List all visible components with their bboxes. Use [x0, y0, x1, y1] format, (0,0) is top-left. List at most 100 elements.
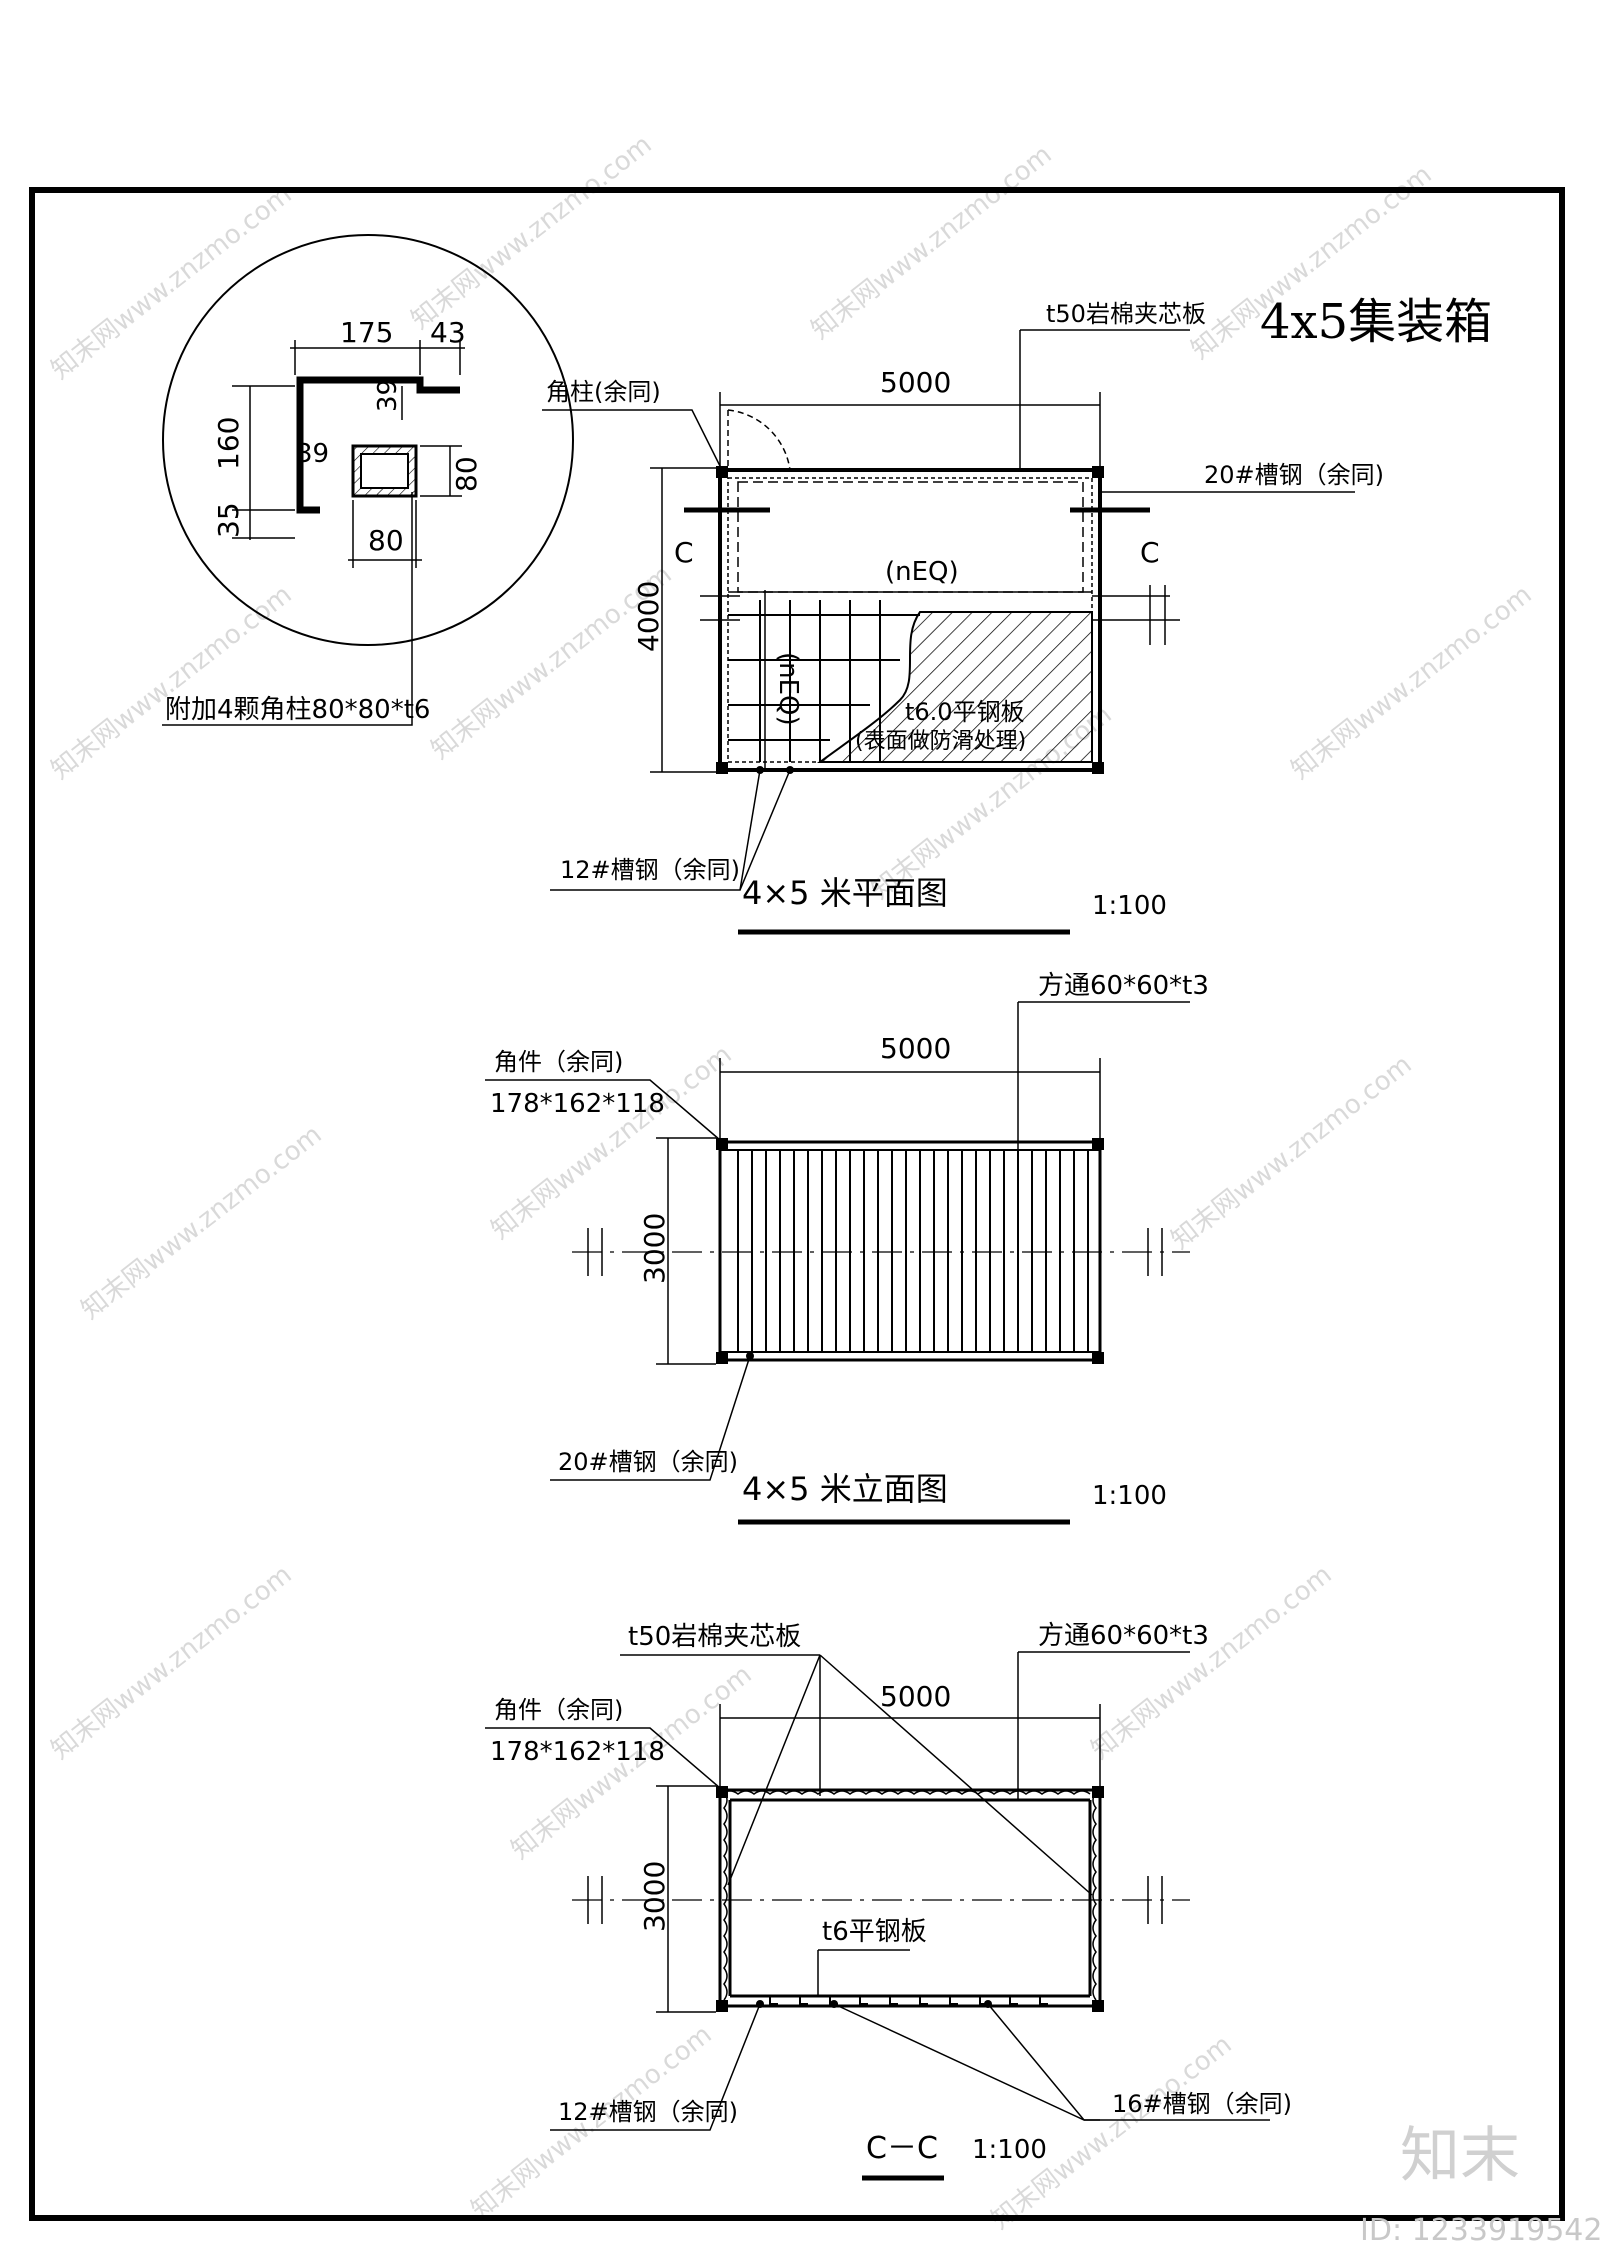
- square-tube-inner: [360, 453, 409, 489]
- leader-line: [485, 1727, 721, 1789]
- section-outline: [718, 1788, 1102, 2008]
- section-height-dim: 3000: [638, 1861, 671, 1932]
- dim-160-label: 160: [212, 417, 245, 470]
- door-swing: [727, 409, 791, 471]
- elevation-caption: 4×5 米立面图: [742, 1470, 948, 1508]
- panel-label: t50岩棉夹芯板: [1046, 300, 1206, 328]
- section-width-dim: 5000: [880, 1680, 951, 1713]
- right-wall-corrugation: [1092, 1791, 1097, 2001]
- roof-corrugation: [721, 1790, 1091, 1795]
- ceiling-outline-dashed: [737, 481, 1084, 593]
- panel-label: t50岩棉夹芯板: [628, 1622, 801, 1652]
- channel16-label: 16#槽钢（余同): [1112, 2090, 1292, 2118]
- channel20-label: 20#槽钢（余同): [558, 1448, 738, 1476]
- leader-dot: [756, 766, 764, 774]
- leader-dot: [786, 766, 794, 774]
- plan-scale: 1:100: [1092, 891, 1167, 921]
- leader-line: [727, 1654, 821, 1886]
- neq-horizontal-label: (nEQ): [885, 557, 959, 587]
- corner-fitting-label-1: 角件（余同): [494, 1696, 623, 1724]
- section-view: 5000 3000 t50岩棉夹芯板 方通60*60*t3 角件（余同) 178…: [485, 1621, 1292, 2181]
- leader-dot: [830, 2000, 838, 2008]
- plan-width-dim: 5000: [880, 366, 951, 399]
- leader-line: [542, 409, 723, 471]
- tube-label: 方通60*60*t3: [1038, 1621, 1209, 1651]
- leader-line: [819, 1654, 1093, 1896]
- plate-label-line1: t6.0平钢板: [905, 698, 1025, 726]
- channel20-label: 20#槽钢（余同): [1204, 461, 1384, 489]
- dim-80-vertical-label: 80: [450, 456, 483, 492]
- leader-line: [833, 2003, 1100, 2121]
- leader-line: [162, 492, 413, 726]
- corner-column-detail: 175 43 160 35 39 39 80 80 附加4颗角柱80*80*t6: [162, 234, 574, 726]
- elevation-width-dim: 5000: [880, 1032, 951, 1065]
- leader-line: [550, 2003, 761, 2131]
- dim-39-left-label: 39: [296, 439, 329, 469]
- elevation-outline: [718, 1140, 1102, 1362]
- leader-dot: [746, 1352, 754, 1360]
- plate-label-line2: (表面做防滑处理): [855, 729, 1026, 754]
- sheet-border: [29, 187, 1565, 2221]
- floor-joists: [769, 1996, 1048, 2005]
- corner-fitting: [716, 1786, 728, 1798]
- watermark-text: 知末网www.znzmo.com: [76, 1120, 328, 1326]
- left-wall-corrugation: [723, 1791, 728, 2001]
- channel12-label: 12#槽钢（余同): [560, 856, 740, 884]
- watermark-text: 知末网www.znzmo.com: [46, 1560, 298, 1766]
- tube-label: 方通60*60*t3: [1038, 971, 1209, 1001]
- corner-fitting-label-2: 178*162*118: [490, 1737, 665, 1767]
- additional-column-note: 附加4颗角柱80*80*t6: [165, 695, 430, 725]
- channel12-label: 12#槽钢（余同): [558, 2098, 738, 2126]
- watermark-text: 知末网www.znzmo.com: [1086, 1560, 1338, 1766]
- dim-80-horizontal-label: 80: [368, 524, 404, 557]
- watermark-id: ID: 1233919542: [1360, 2213, 1600, 2248]
- corner-column-profile: [296, 376, 460, 514]
- leader-line: [550, 1355, 751, 1481]
- watermark-text: 知末网www.znzmo.com: [806, 140, 1058, 346]
- plan-view: t6.0平钢板 (表面做防滑处理) (nEQ) (nEQ) 5000 4000 …: [542, 300, 1384, 935]
- corner-fitting: [716, 466, 728, 478]
- corner-fitting: [716, 1352, 728, 1364]
- leader-dot: [756, 2000, 764, 2008]
- corner-fitting: [1092, 762, 1104, 774]
- plan-caption: 4×5 米平面图: [742, 874, 948, 912]
- watermark-text: 知末网www.znzmo.com: [406, 130, 658, 336]
- tube-hatch: [353, 446, 416, 496]
- corner-fitting: [716, 762, 728, 774]
- elevation-view: 5000 3000 角件（余同) 178*162*118 方通60*60*t3 …: [485, 971, 1209, 1525]
- section-scale: 1:100: [972, 2135, 1047, 2165]
- elevation-height-dim: 3000: [638, 1213, 671, 1284]
- corner-fitting-label-2: 178*162*118: [490, 1089, 665, 1119]
- section-caption: C－C: [866, 2131, 938, 2166]
- dim-35-label: 35: [212, 502, 245, 538]
- corner-fitting: [1092, 466, 1104, 478]
- corner-column-label: 角柱(余同): [546, 378, 661, 406]
- corner-fitting: [1092, 1138, 1104, 1150]
- leader-line: [485, 1079, 721, 1141]
- neq-vertical-label: (nEQ): [773, 652, 803, 726]
- watermark-logo: 知末: [1400, 2121, 1520, 2191]
- section-mark-right: C: [1140, 536, 1160, 569]
- corner-fitting: [1092, 1786, 1104, 1798]
- corner-fitting: [1092, 2000, 1104, 2012]
- plate-label: t6平钢板: [822, 1917, 927, 1947]
- corrugation-lines: [737, 1150, 1089, 1352]
- corner-fitting: [1092, 1352, 1104, 1364]
- section-mark-left: C: [674, 536, 694, 569]
- watermark-text: 知末网www.znzmo.com: [1166, 1050, 1418, 1256]
- corner-fitting: [716, 1138, 728, 1150]
- leader-dot: [984, 2000, 992, 2008]
- dim-39-right-label: 39: [373, 379, 403, 412]
- watermark-text: 知末网www.znzmo.com: [1286, 580, 1538, 786]
- leader-line: [739, 769, 791, 891]
- watermark-text: 知末网www.znzmo.com: [986, 2030, 1238, 2236]
- drawing-title: 4x5集装箱: [1260, 294, 1492, 350]
- watermark-layer: 知末网www.znzmo.com 知末网www.znzmo.com 知末网www…: [46, 130, 1538, 2236]
- dim-175-label: 175: [340, 316, 393, 349]
- watermark-text: 知末网www.znzmo.com: [46, 580, 298, 786]
- elevation-scale: 1:100: [1092, 1481, 1167, 1511]
- corner-fitting-label-1: 角件（余同): [494, 1048, 623, 1076]
- detail-circle: [162, 234, 574, 646]
- watermark-text: 知末网www.znzmo.com: [46, 180, 298, 386]
